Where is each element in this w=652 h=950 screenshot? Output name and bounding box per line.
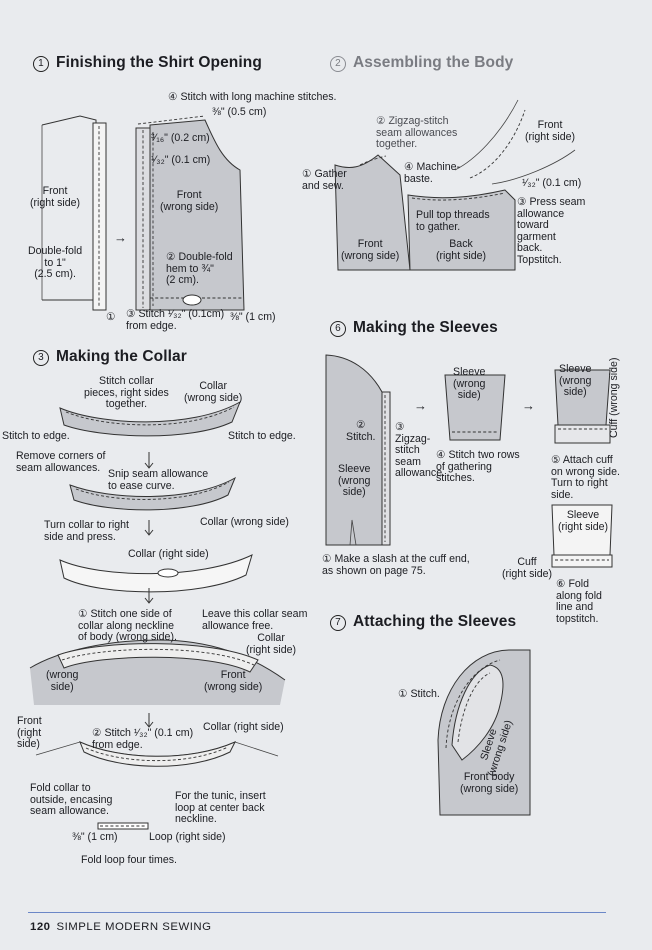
sleeve-flat: [325, 354, 391, 546]
section-number: 1: [33, 56, 49, 72]
flow-arrows: [144, 452, 154, 728]
s3-measure-38: ⅜" (1 cm): [72, 831, 118, 843]
body-front-back-pieces: [334, 99, 576, 271]
s1-double-fold-label: Double-fold to 1" (2.5 cm).: [28, 245, 83, 281]
s3-leave-label: Leave this collar seam allowance free.: [202, 608, 308, 632]
s3-collar-wrong-2: Collar (wrong side): [200, 516, 289, 528]
s1-step3-label: ③ Stitch ¹⁄₃₂" (0.1cm) from edge.: [126, 308, 225, 332]
s3-collar-right-label: Collar (right side): [128, 548, 209, 560]
footer-rule: [28, 912, 606, 913]
section-number: 2: [330, 56, 346, 72]
section-title: Making the Sleeves: [353, 319, 498, 336]
section-title: Assembling the Body: [353, 54, 514, 71]
s6-cuff-wrong-label: Cuff (wrong side): [608, 357, 620, 438]
s3-loop-label: Loop (right side): [149, 831, 226, 843]
sleeve-gathered: [444, 374, 506, 441]
s2-zigzag-label: ② Zigzag-stitch seam allowances together…: [376, 115, 458, 151]
s3-fold-loop-label: Fold loop four times.: [81, 854, 177, 866]
front-wrong-side-piece: [135, 115, 245, 311]
s2-measure-132: ¹⁄₃₂" (0.1 cm): [522, 177, 582, 189]
s2-back-right-label: Back (right side): [436, 238, 487, 262]
s3-collar-right-3: Collar (right side): [203, 721, 284, 733]
s1-measure-132: ¹⁄₃₂" (0.1 cm): [151, 154, 211, 166]
section-number: 3: [33, 350, 49, 366]
collar-body-assembly: [29, 639, 286, 705]
s6-attach-cuff-label: ⑤ Attach cuff on wrong side. Turn to rig…: [551, 454, 620, 501]
s2-front-right-label: Front (right side): [525, 119, 576, 143]
s1-arrow: →: [114, 230, 127, 245]
s2-press-label: ③ Press seam allowance toward garment ba…: [517, 196, 586, 266]
section-number: 7: [330, 615, 346, 631]
s3-wrong-side-label: (wrong side): [46, 669, 79, 693]
s6-stitch-label: ② Stitch.: [346, 419, 376, 443]
section-heading-making-sleeves: 6 Making the Sleeves: [330, 319, 498, 337]
s6-sleeve-top-2: Sleeve (wrong side): [559, 363, 592, 399]
s3-remove-corners-label: Remove corners of seam allowances.: [16, 450, 106, 474]
attach-sleeve-figure: [437, 649, 531, 816]
page-number: 120: [30, 921, 51, 933]
section-heading-attaching-sleeves: 7 Attaching the Sleeves: [330, 613, 516, 631]
section-heading-making-collar: 3 Making the Collar: [33, 348, 187, 366]
s6-cuff-right-label: Cuff (right side): [502, 556, 553, 580]
s6-arrow-1: →: [414, 398, 427, 413]
s6-zigzag-label: ③ Zigzag- stitch seam allowance.: [395, 421, 446, 480]
s1-front-right-label: Front (right side): [30, 185, 81, 209]
s2-machine-baste-label: ④ Machine- baste.: [404, 161, 461, 185]
s3-stitch-collar-label: Stitch collar pieces, right sides togeth…: [84, 375, 169, 411]
s3-snip-label: Snip seam allowance to ease curve.: [108, 468, 209, 492]
s3-collar-right-2: Collar (right side): [246, 632, 297, 656]
sleeve-finished: [551, 504, 613, 568]
s1-measure-38: ⅜" (0.5 cm): [212, 106, 267, 118]
s3-turn-label: Turn collar to right side and press.: [44, 519, 129, 543]
section-title: Finishing the Shirt Opening: [56, 54, 262, 71]
s3-stitch2-label: ② Stitch ¹⁄₃₂" (0.1 cm) from edge.: [92, 727, 194, 751]
s1-double-fold-hem-label: ② Double-fold hem to ¾" (2 cm).: [166, 251, 233, 287]
s3-tunic-label: For the tunic, insert loop at center bac…: [175, 790, 266, 826]
collar-step-2: [69, 476, 237, 511]
s6-arrow-2: →: [522, 398, 535, 413]
collar-step-1: [59, 400, 241, 437]
s3-fold-collar-label: Fold collar to outside, encasing seam al…: [30, 782, 113, 818]
page-footer: 120 SIMPLE MODERN SEWING: [30, 921, 211, 933]
s3-stitch-edge-left: Stitch to edge.: [2, 430, 70, 442]
s6-sleeve-right-label: Sleeve (right side): [558, 509, 609, 533]
s1-step4-label: ④ Stitch with long machine stitches.: [168, 91, 337, 103]
s1-step1-label: ①: [106, 311, 116, 323]
section-title: Making the Collar: [56, 348, 187, 365]
section-number: 6: [330, 321, 346, 337]
s6-two-rows-label: ④ Stitch two rows of gathering stitches.: [436, 449, 520, 485]
s1-front-wrong-label: Front (wrong side): [160, 189, 219, 213]
s7-front-body-label: Front body (wrong side): [460, 771, 519, 795]
section-heading-assembling-body: 2 Assembling the Body: [330, 54, 513, 72]
s3-collar-wrong-label: Collar (wrong side): [184, 380, 243, 404]
s2-front-wrong-label: Front (wrong side): [341, 238, 400, 262]
section-heading-finishing-opening: 1 Finishing the Shirt Opening: [33, 54, 262, 72]
s6-sleeve-top-label: Sleeve (wrong side): [453, 366, 486, 402]
s6-fold-label: ⑥ Fold along fold line and topstitch.: [556, 578, 602, 625]
s2-gather-label: ① Gather and sew.: [302, 168, 347, 192]
s3-stitch-edge-right: Stitch to edge.: [228, 430, 296, 442]
s6-sleeve-wrong-label: Sleeve (wrong side): [338, 463, 371, 499]
s6-slash-label: ① Make a slash at the cuff end, as shown…: [322, 553, 470, 577]
s2-pull-label: Pull top threads to gather.: [416, 209, 490, 233]
s3-front-wrong-label: Front (wrong side): [204, 669, 263, 693]
s1-measure-38b: ⅜" (1 cm): [230, 311, 276, 323]
sleeve-with-cuff: [554, 369, 611, 444]
s1-measure-316: ³⁄₁₆" (0.2 cm): [151, 132, 210, 144]
section-title: Attaching the Sleeves: [353, 613, 517, 630]
s3-front-right-label: Front (right side): [17, 715, 42, 751]
book-title: SIMPLE MODERN SEWING: [56, 921, 212, 933]
collar-step-3: [59, 554, 253, 593]
front-right-side-piece: [41, 115, 107, 311]
s7-stitch-label: ① Stitch.: [398, 688, 440, 700]
collar-final: [35, 740, 279, 830]
s3-stitch-one-label: ① Stitch one side of collar along neckli…: [78, 608, 177, 644]
